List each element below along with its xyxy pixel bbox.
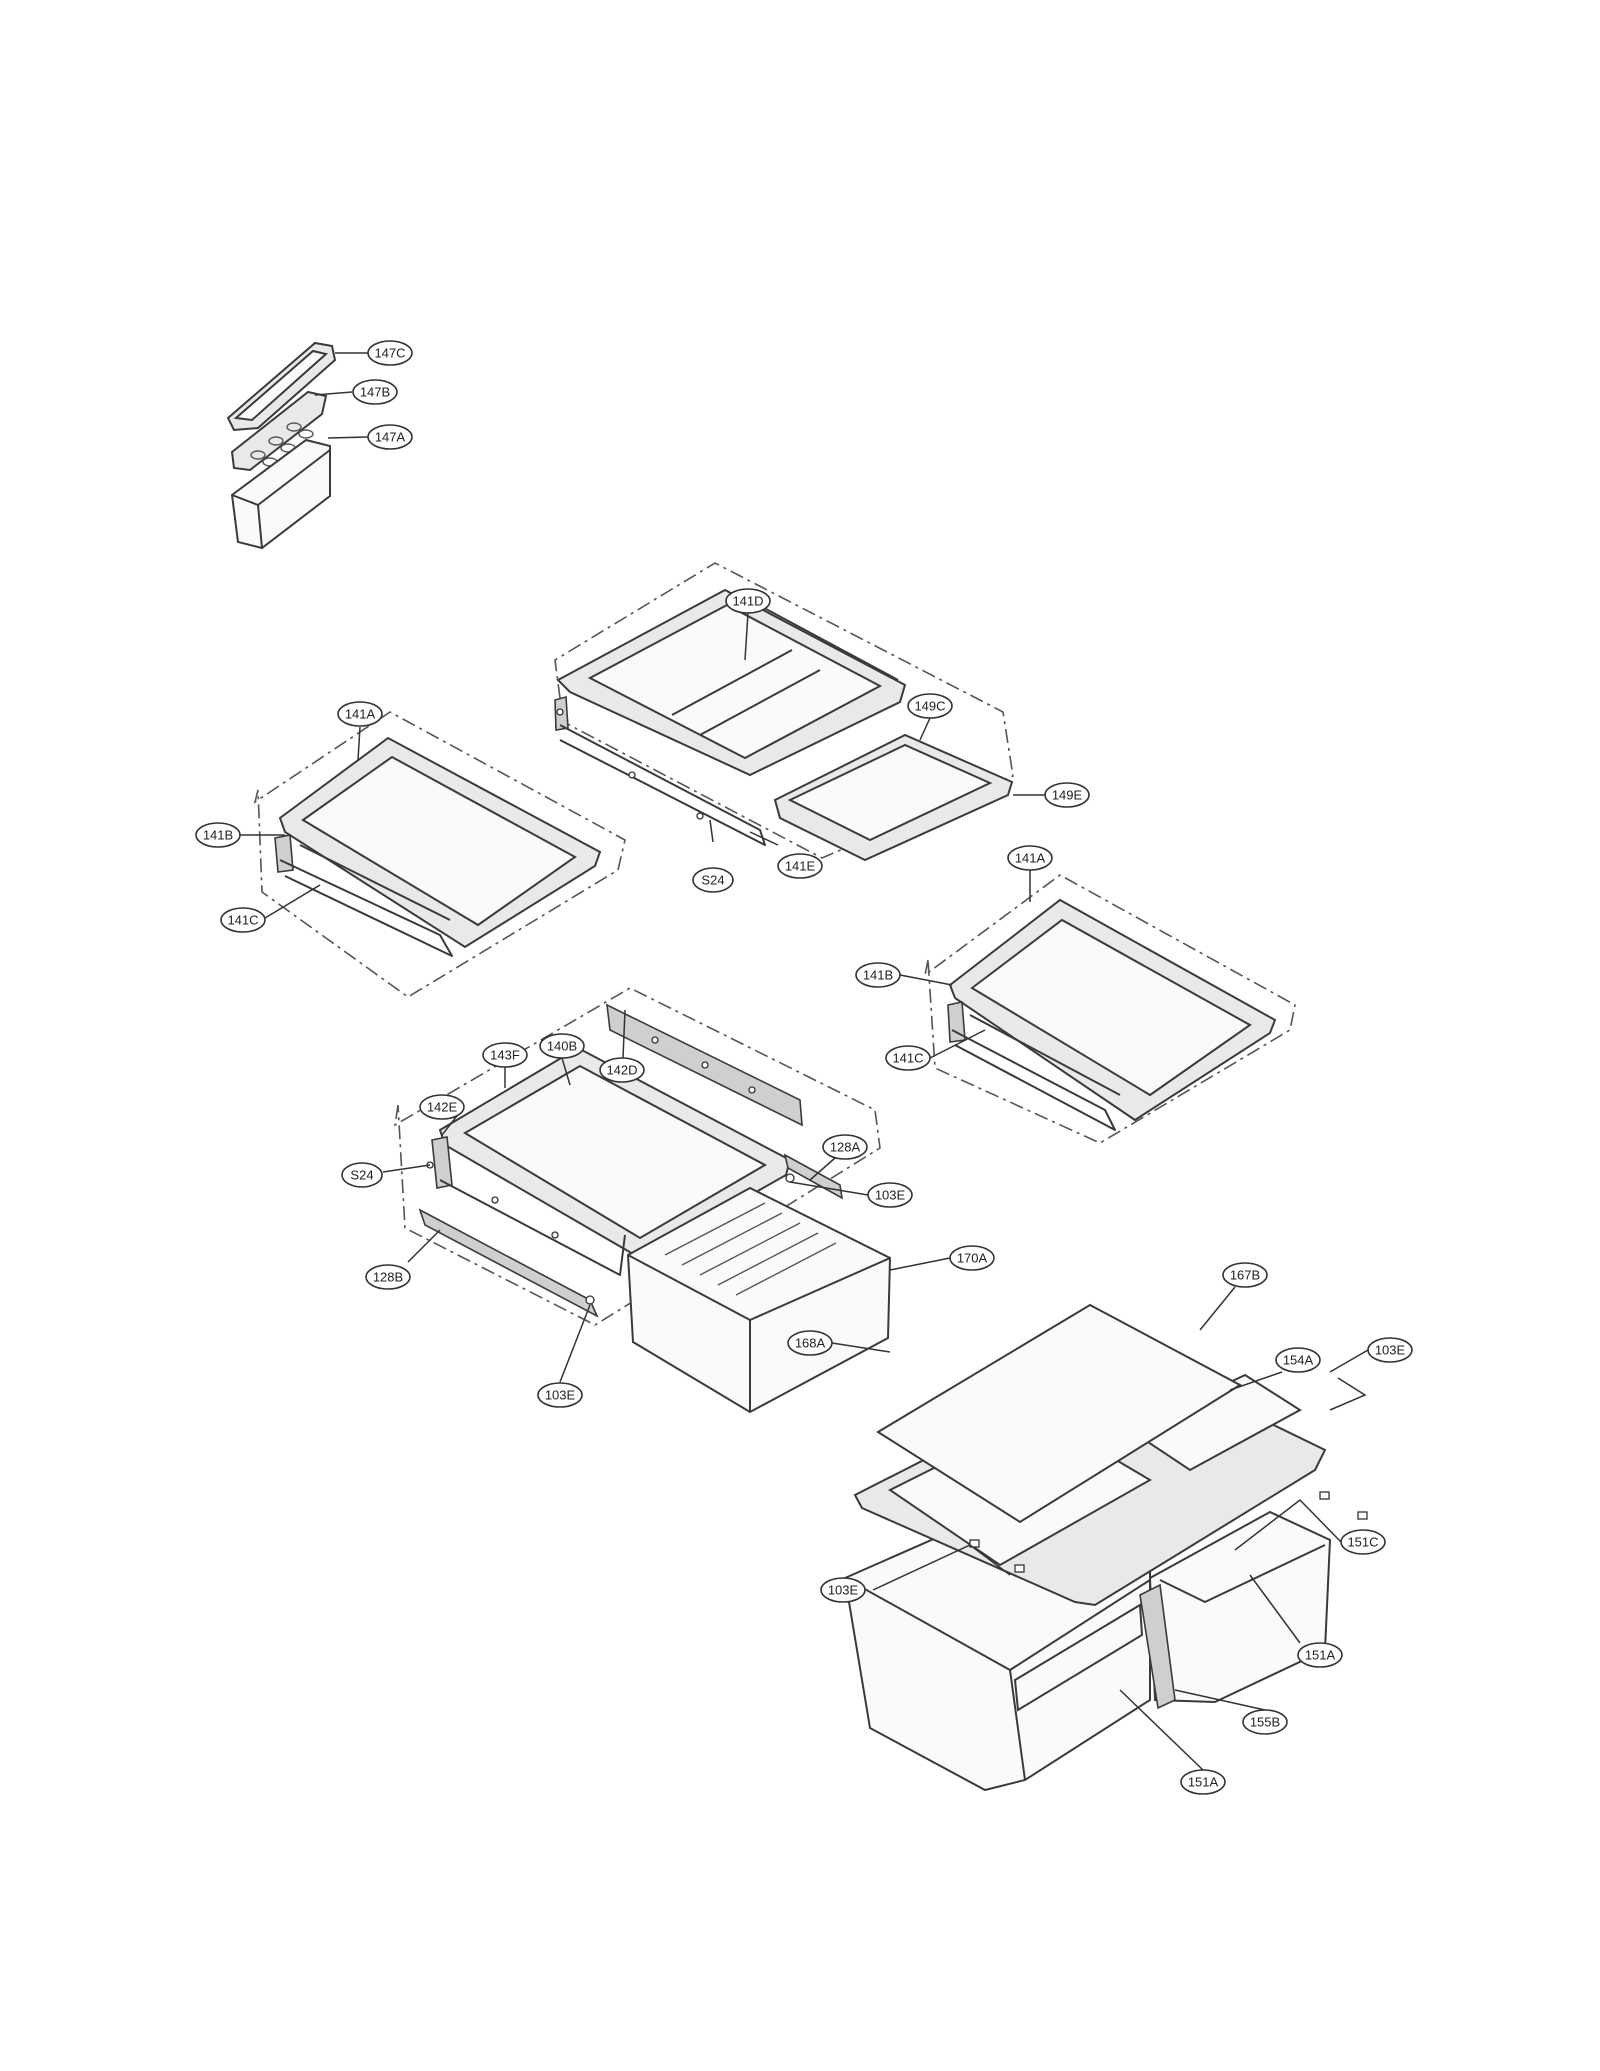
svg-text:167B: 167B (1230, 1268, 1260, 1283)
callout-103e-a: 103E (867, 1182, 913, 1208)
shelf-assembly-left (253, 711, 626, 998)
callout-155b: 155B (1242, 1709, 1288, 1735)
svg-text:128B: 128B (373, 1270, 403, 1285)
callout-149e: 149E (1044, 782, 1090, 808)
callout-103e-c: 103E (1367, 1337, 1413, 1363)
svg-text:149C: 149C (914, 699, 945, 714)
svg-text:141E: 141E (785, 859, 816, 874)
callout-141c-right: 141C (885, 1045, 931, 1071)
callout-141b-right: 141B (855, 962, 901, 988)
svg-text:168A: 168A (795, 1336, 826, 1351)
callout-147a: 147A (367, 424, 413, 450)
svg-text:141D: 141D (732, 594, 763, 609)
callout-142e: 142E (419, 1094, 465, 1120)
svg-text:103E: 103E (1375, 1343, 1406, 1358)
svg-text:141A: 141A (1015, 851, 1046, 866)
svg-text:149E: 149E (1052, 788, 1083, 803)
svg-text:151A: 151A (1188, 1775, 1219, 1790)
drawer-rail-128b (418, 1208, 599, 1318)
egg-tray-bin (230, 438, 331, 550)
svg-text:S24: S24 (701, 873, 724, 888)
svg-text:S24: S24 (350, 1168, 373, 1183)
callout-141e: 141E (777, 853, 823, 879)
callout-170a: 170A (949, 1245, 995, 1271)
part-callouts: 147C 147B 147A 141D 149C 149E 141E S24 1… (195, 340, 1413, 1795)
callout-103e-d: 103E (820, 1577, 866, 1603)
svg-text:103E: 103E (545, 1388, 576, 1403)
callout-151a-bottom: 151A (1180, 1769, 1226, 1795)
svg-text:143F: 143F (490, 1048, 520, 1063)
egg-tray-assembly (226, 341, 337, 550)
svg-text:170A: 170A (957, 1251, 988, 1266)
callout-167b: 167B (1222, 1262, 1268, 1288)
leader-lines (240, 352, 1369, 1771)
svg-text:142D: 142D (606, 1063, 637, 1078)
svg-text:151A: 151A (1305, 1648, 1336, 1663)
crisper-drawer-assembly (843, 1303, 1368, 1792)
shelf-assembly-right (923, 874, 1296, 1144)
svg-text:140B: 140B (547, 1039, 577, 1054)
svg-text:155B: 155B (1250, 1715, 1280, 1730)
callout-151c: 151C (1340, 1529, 1386, 1555)
crisper-shelf-assembly-143f (393, 987, 892, 1414)
callout-149c: 149C (907, 693, 953, 719)
callout-154a: 154A (1275, 1347, 1321, 1373)
callout-143f: 143F (482, 1042, 528, 1068)
shelf-rail-142e (431, 1136, 453, 1189)
svg-text:147A: 147A (375, 430, 406, 445)
svg-text:151C: 151C (1347, 1535, 1378, 1550)
callout-168a: 168A (787, 1330, 833, 1356)
svg-text:103E: 103E (828, 1583, 859, 1598)
svg-text:141B: 141B (863, 968, 893, 983)
svg-text:141B: 141B (203, 828, 233, 843)
callout-141c-left: 141C (220, 907, 266, 933)
callout-s24-top: S24 (692, 867, 734, 893)
callout-s24-mid: S24 (341, 1162, 383, 1188)
svg-text:147B: 147B (360, 385, 390, 400)
callout-141a-right: 141A (1007, 845, 1053, 871)
callout-147c: 147C (367, 340, 413, 366)
callout-128a: 128A (822, 1134, 868, 1160)
svg-text:142E: 142E (427, 1100, 458, 1115)
svg-text:103E: 103E (875, 1188, 906, 1203)
callout-141b-left: 141B (195, 822, 241, 848)
callout-103e-b: 103E (537, 1382, 583, 1408)
svg-text:154A: 154A (1283, 1353, 1314, 1368)
svg-text:141A: 141A (345, 707, 376, 722)
svg-text:141C: 141C (892, 1051, 923, 1066)
divider-155b (1139, 1583, 1176, 1710)
callout-147b: 147B (352, 379, 398, 405)
crisper-cover-167b (876, 1303, 1242, 1524)
svg-text:141C: 141C (227, 913, 258, 928)
callout-141a-left: 141A (337, 701, 383, 727)
drawer-170a (626, 1186, 892, 1414)
callout-142d: 142D (599, 1057, 645, 1083)
svg-text:128A: 128A (830, 1140, 861, 1155)
callout-128b: 128B (365, 1264, 411, 1290)
callout-140b: 140B (539, 1033, 585, 1059)
callout-151a-right: 151A (1297, 1642, 1343, 1668)
egg-tray-insert (230, 390, 328, 472)
svg-text:147C: 147C (374, 346, 405, 361)
callout-141d: 141D (725, 588, 771, 614)
